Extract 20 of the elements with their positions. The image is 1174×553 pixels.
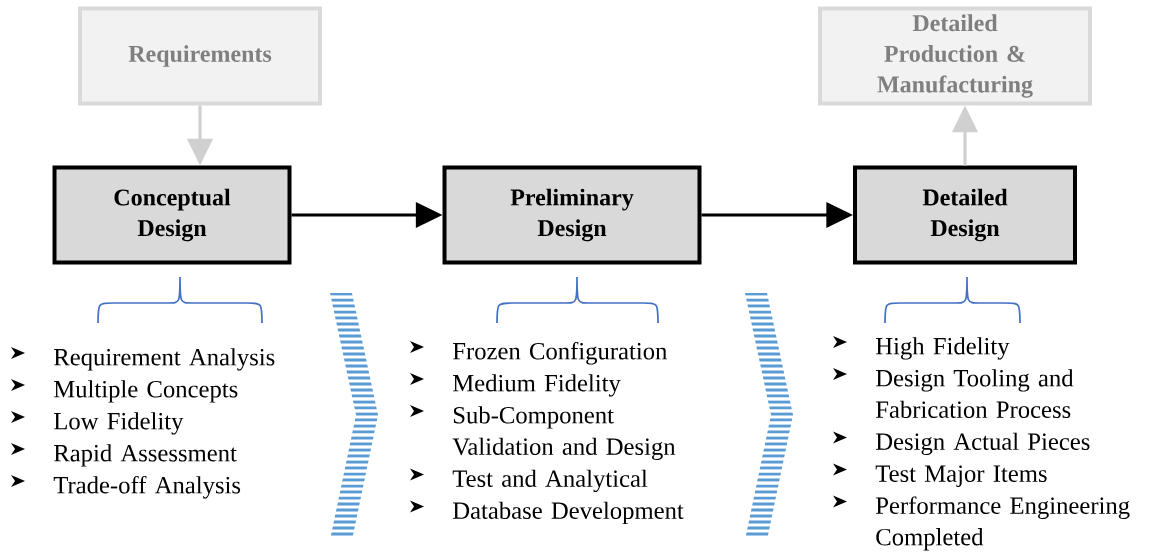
list-item: Test and Analytical — [452, 469, 648, 493]
list-item: Rapid Assessment — [54, 444, 237, 467]
list-item: Design Actual Pieces — [876, 432, 1090, 456]
list-item: Frozen Configuration — [453, 341, 667, 365]
phase-box: Conceptual Design — [52, 165, 292, 265]
list-item: Performance Engineering Completed — [876, 496, 1130, 551]
list-item: Multiple Concepts — [54, 380, 238, 403]
list-item: Database Development — [453, 501, 684, 524]
list-item: Test Major Items — [875, 465, 1047, 487]
list-item: Medium Fidelity — [453, 374, 621, 397]
list-item: Design Tooling and Fabrication Process — [876, 369, 1074, 418]
phase-box: Preliminary Design — [442, 165, 702, 265]
list-item: High Fidelity — [876, 337, 1010, 360]
list-item: Requirement Analysis — [54, 348, 275, 371]
list-item: Sub-Component Validation and Design — [452, 406, 676, 461]
stage-box: Detailed Production & Manufacturing — [818, 6, 1092, 106]
stage-box: Requirements — [78, 6, 322, 106]
list-item: Trade-off Analysis — [53, 475, 241, 499]
phase-box: Detailed Design — [853, 165, 1077, 265]
list-item: Low Fidelity — [54, 412, 184, 435]
